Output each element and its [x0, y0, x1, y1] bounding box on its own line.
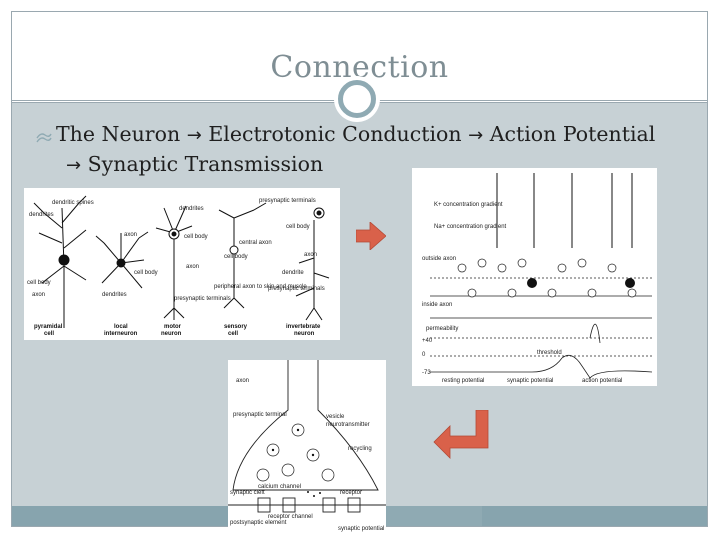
bullet-icon	[36, 133, 52, 143]
footer-segment	[482, 506, 707, 526]
synapse-figure: axon presynaptic terminal vesicle neurot…	[228, 360, 386, 538]
syn-label-cleft: synaptic cleft	[230, 490, 265, 496]
label-presynaptic-terminals-3: presynaptic terminals	[268, 286, 325, 292]
label-axon-3: axon	[186, 264, 199, 270]
syn-label-synaptic-potential: synaptic potential	[338, 526, 384, 532]
tick-0: 0	[422, 352, 426, 358]
phase-synaptic: synaptic potential	[507, 378, 553, 384]
label-cell-body-5: cell body	[286, 224, 310, 230]
label-dendrites-3: dendrites	[179, 206, 204, 212]
label-central-axon: central axon	[239, 240, 272, 246]
caption-2-line1: local	[114, 324, 128, 330]
caption-5-line1: invertebrate	[286, 324, 321, 330]
label-dendrites: dendrites	[29, 212, 54, 218]
label-outside: outside axon	[422, 256, 456, 262]
label-peripheral-axon: peripheral axon to skin and muscle	[214, 284, 307, 290]
label-dendrite: dendrite	[282, 270, 304, 276]
label-presynaptic-terminals-1: presynaptic terminals	[174, 296, 231, 302]
label-dendrites-2: dendrites	[102, 292, 127, 298]
syn-label-receptor-channel: receptor channel	[268, 514, 313, 520]
syn-label-axon: axon	[236, 378, 249, 384]
footer-segment	[12, 506, 242, 526]
text-electrotonic-conduction: Electrotonic Conduction	[208, 122, 462, 146]
arrow-right-icon: →	[186, 125, 202, 146]
label-axon-2: axon	[32, 292, 45, 298]
tick-minus73: -73	[422, 370, 431, 376]
label-presynaptic-terminals-2: presynaptic terminals	[259, 198, 316, 204]
text-synaptic-transmission: Synaptic Transmission	[87, 152, 324, 176]
syn-label-recycling: recycling	[348, 446, 372, 452]
label-cell-body-3: cell body	[184, 234, 208, 240]
phase-resting: resting potential	[442, 378, 484, 384]
syn-label-presynaptic: presynaptic terminal	[233, 412, 287, 418]
label-cell-body-2: cell body	[134, 270, 158, 276]
syn-label-neurotransmitter: neurotransmitter	[326, 422, 370, 428]
text-action-potential: Action Potential	[489, 122, 656, 146]
label-cell-body-4: cell body	[224, 254, 248, 260]
syn-label-receptor: receptor	[340, 490, 362, 496]
caption-5-line2: neuron	[294, 331, 315, 337]
caption-2-line2: interneuron	[104, 331, 138, 337]
caption-1-line1: pyramidal	[34, 324, 63, 330]
flow-arrow-return-icon	[433, 410, 489, 459]
syn-label-postsynaptic: postsynaptic element	[230, 520, 287, 526]
label-axon-4: axon	[304, 252, 317, 258]
divider-ring-icon	[338, 80, 376, 118]
action-potential-figure: K+ concentration gradient Na+ concentrat…	[412, 168, 657, 386]
label-dendritic-spines: dendritic spines	[52, 200, 94, 206]
label-axon-1: axon	[124, 232, 137, 238]
bullet-line-2: → Synaptic Transmission	[66, 152, 323, 176]
label-permeability: permeability	[426, 326, 458, 332]
caption-3-line1: motor	[164, 324, 182, 330]
syn-label-vesicle: vesicle	[326, 414, 345, 420]
caption-4-line1: sensory	[224, 324, 248, 330]
label-cell-body-1: cell body	[27, 280, 51, 286]
flow-arrow-right-icon	[356, 222, 386, 250]
syn-label-calcium: calcium channel	[258, 484, 301, 490]
legend-k-conc: K+ concentration gradient	[434, 202, 503, 208]
legend-na-conc: Na+ concentration gradient	[434, 224, 507, 230]
caption-1-line2: cell	[44, 331, 54, 337]
phase-action: action potential	[582, 378, 622, 384]
label-inside: inside axon	[422, 302, 452, 308]
neuron-types-figure: dendrites dendritic spines axon cell bod…	[24, 188, 340, 340]
arrow-right-icon: →	[468, 125, 484, 146]
tick-plus40: +40	[422, 338, 433, 344]
label-threshold: threshold	[537, 350, 562, 356]
text-the-neuron: The Neuron	[56, 122, 181, 146]
arrow-right-icon: →	[66, 155, 82, 176]
caption-3-line2: neuron	[161, 331, 182, 337]
caption-4-line2: cell	[228, 331, 238, 337]
bullet-line-1: The Neuron → Electrotonic Conduction → A…	[56, 122, 655, 146]
